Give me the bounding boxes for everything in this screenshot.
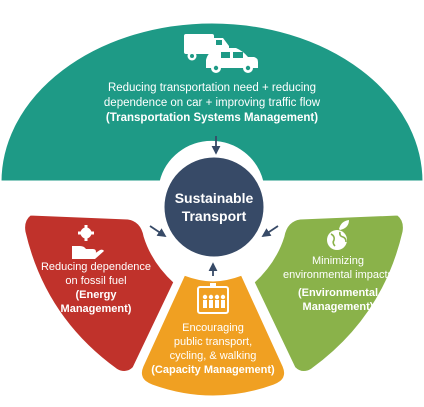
segment-left-line-2: on fossil fuel xyxy=(65,275,126,287)
segment-right-line-2: environmental impacts xyxy=(283,269,394,281)
segment-bottom-line-3: cycling, & walking xyxy=(170,350,257,362)
segment-left-label-1: (Energy xyxy=(76,289,118,301)
people-board-icon xyxy=(197,283,229,314)
truck-and-car-icon xyxy=(184,34,258,73)
arrow-right xyxy=(261,225,279,237)
globe-leaf-icon xyxy=(327,220,349,250)
hand-gear-icon xyxy=(72,225,104,259)
segment-left-line-1: Reducing dependence xyxy=(41,261,151,273)
segment-left-label-2: Management) xyxy=(61,303,132,315)
segment-top-label: (Transportation Systems Management) xyxy=(106,112,318,124)
segment-bottom-line-2: public transport, xyxy=(174,336,252,348)
segment-left: Reducing dependence on fossil fuel (Ener… xyxy=(22,212,177,375)
arrow-left xyxy=(149,225,167,237)
center-line-1: Sustainable xyxy=(175,190,254,206)
center-line-2: Transport xyxy=(182,208,247,224)
segment-right-label-2: Management) xyxy=(303,301,374,313)
segment-right-label-1: (Environmental xyxy=(298,287,378,299)
center-node: Sustainable Transport xyxy=(161,154,267,260)
segment-bottom-line-1: Encouraging xyxy=(182,322,244,334)
segment-bottom: Encouraging public transport, cycling, &… xyxy=(138,272,288,399)
segment-top: Reducing transportation need + reducing … xyxy=(0,20,424,184)
segment-right: Minimizing environmental impacts (Enviro… xyxy=(251,212,406,375)
segment-bottom-label: (Capacity Management) xyxy=(151,364,275,376)
segment-right-line-1: Minimizing xyxy=(312,255,364,267)
segment-top-line-2: dependence on car + improving traffic fl… xyxy=(104,97,321,109)
segment-top-line-1: Reducing transportation need + reducing xyxy=(108,82,316,94)
